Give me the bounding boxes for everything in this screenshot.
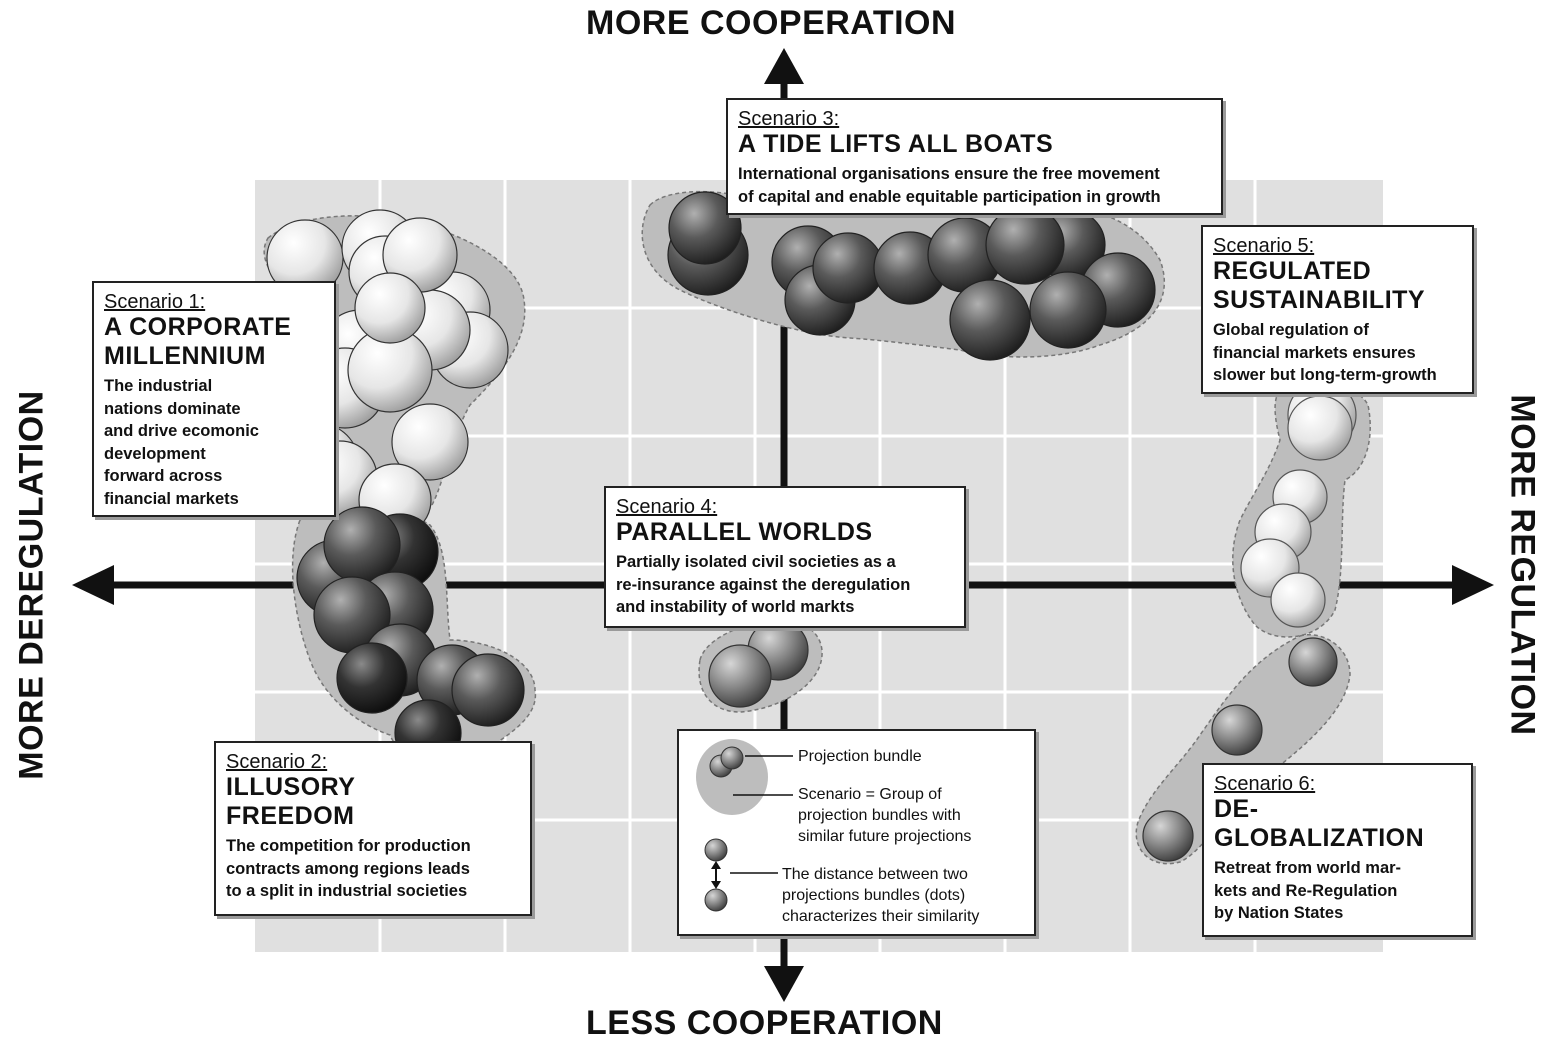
arrow-down-icon	[764, 966, 804, 1002]
scenario-title: A TIDE LIFTS ALL BOATS	[738, 130, 1054, 158]
spheres-scenario-4	[708, 619, 809, 708]
scenario-title: MILLENNIUM	[104, 342, 266, 370]
axis-label-right: MORE REGULATION	[1503, 394, 1542, 736]
scenario-description: Partially isolated civil societies as a …	[616, 553, 911, 616]
scenario-title: REGULATED	[1213, 257, 1372, 285]
scenario-id: Scenario 1:	[104, 291, 206, 313]
scenario-4-box: Scenario 4: PARALLEL WORLDS Partially is…	[604, 486, 966, 628]
scenario-description: Retreat from world mar- kets and Re-Regu…	[1214, 859, 1402, 922]
scenario-6-box: Scenario 6: DE- GLOBALIZATION Retreat fr…	[1202, 763, 1473, 937]
scenario-title: GLOBALIZATION	[1214, 824, 1425, 852]
scenario-title: DE-	[1214, 795, 1259, 823]
spheres-scenario-5	[1240, 380, 1357, 628]
arrow-up-icon	[764, 48, 804, 84]
scenario-title: ILLUSORY	[226, 773, 356, 801]
scenario-id: Scenario 3:	[738, 108, 840, 130]
scenario-description: The industrial nations dominate and driv…	[104, 377, 259, 508]
scenario-id: Scenario 4:	[616, 496, 718, 518]
spheres-scenario-3	[667, 191, 1156, 361]
axis-label-left: MORE DEREGULATION	[12, 390, 51, 780]
scenario-id: Scenario 5:	[1213, 235, 1315, 257]
spheres-scenario-2	[296, 506, 525, 767]
scenario-id: Scenario 6:	[1214, 773, 1316, 795]
scenario-id: Scenario 2:	[226, 751, 328, 773]
scenario-5-box: Scenario 5: REGULATED SUSTAINABILITY Glo…	[1201, 225, 1474, 394]
scenario-title: A CORPORATE	[104, 313, 292, 341]
spheres-scenario-6	[1142, 637, 1338, 862]
legend-distance-label: The distance between two projections bun…	[782, 866, 980, 925]
legend-bundle-label: Projection bundle	[798, 748, 922, 765]
legend-group-label: Scenario = Group of projection bundles w…	[798, 786, 972, 845]
axis-label-bottom: LESS COOPERATION	[586, 1004, 943, 1042]
scenario-2-box: Scenario 2: ILLUSORY FREEDOM The competi…	[214, 741, 532, 916]
arrow-left-icon	[72, 565, 114, 605]
scenario-description: Global regulation of financial markets e…	[1213, 321, 1437, 384]
arrow-right-icon	[1452, 565, 1494, 605]
scenario-title: PARALLEL WORLDS	[616, 518, 873, 546]
scenario-3-box: Scenario 3: A TIDE LIFTS ALL BOATS Inter…	[726, 98, 1223, 215]
scenario-title: FREEDOM	[226, 802, 355, 830]
scenario-description: The competition for production contracts…	[226, 837, 471, 900]
axis-label-top: MORE COOPERATION	[586, 4, 957, 42]
scenario-description: International organisations ensure the f…	[738, 165, 1161, 206]
scenario-title: SUSTAINABILITY	[1213, 286, 1426, 314]
scenario-1-box: Scenario 1: A CORPORATE MILLENNIUM The i…	[92, 281, 336, 517]
